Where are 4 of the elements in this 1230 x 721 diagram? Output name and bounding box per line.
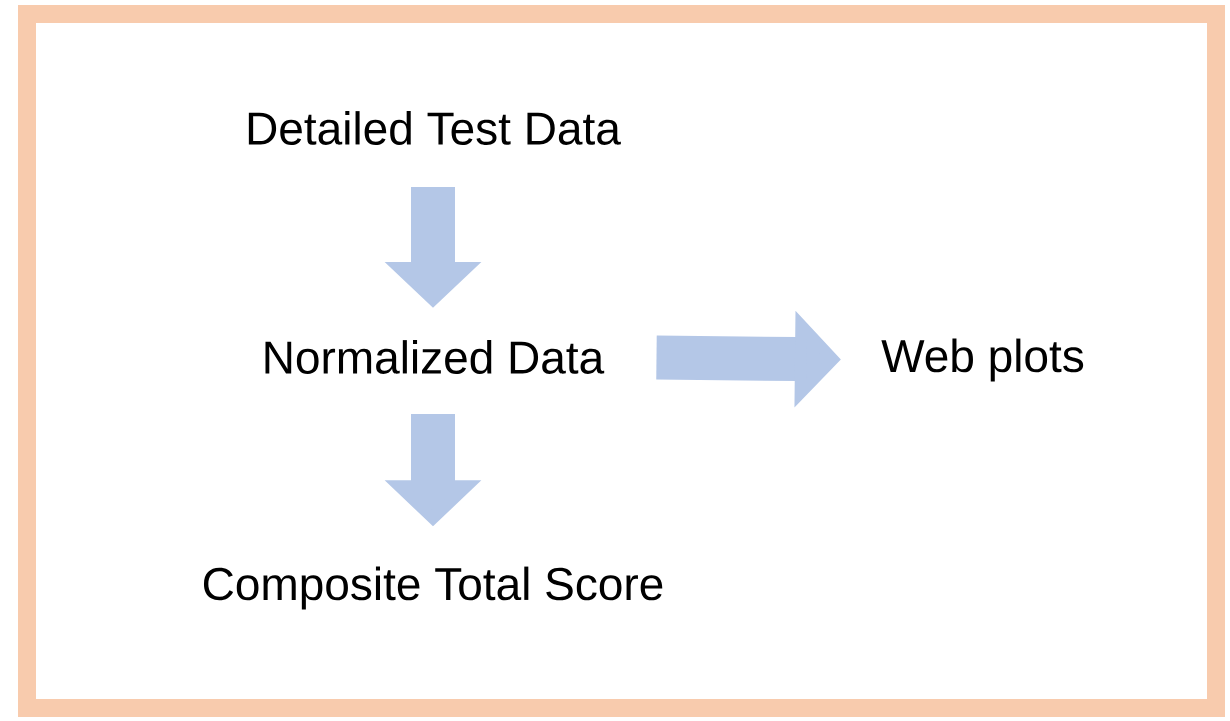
- step-label: Composite Total Score: [203, 566, 663, 610]
- step-label: Detailed Test Data: [248, 111, 621, 145]
- step-label: Normalized Data: [265, 340, 605, 374]
- step-label: Web plots: [881, 338, 1084, 382]
